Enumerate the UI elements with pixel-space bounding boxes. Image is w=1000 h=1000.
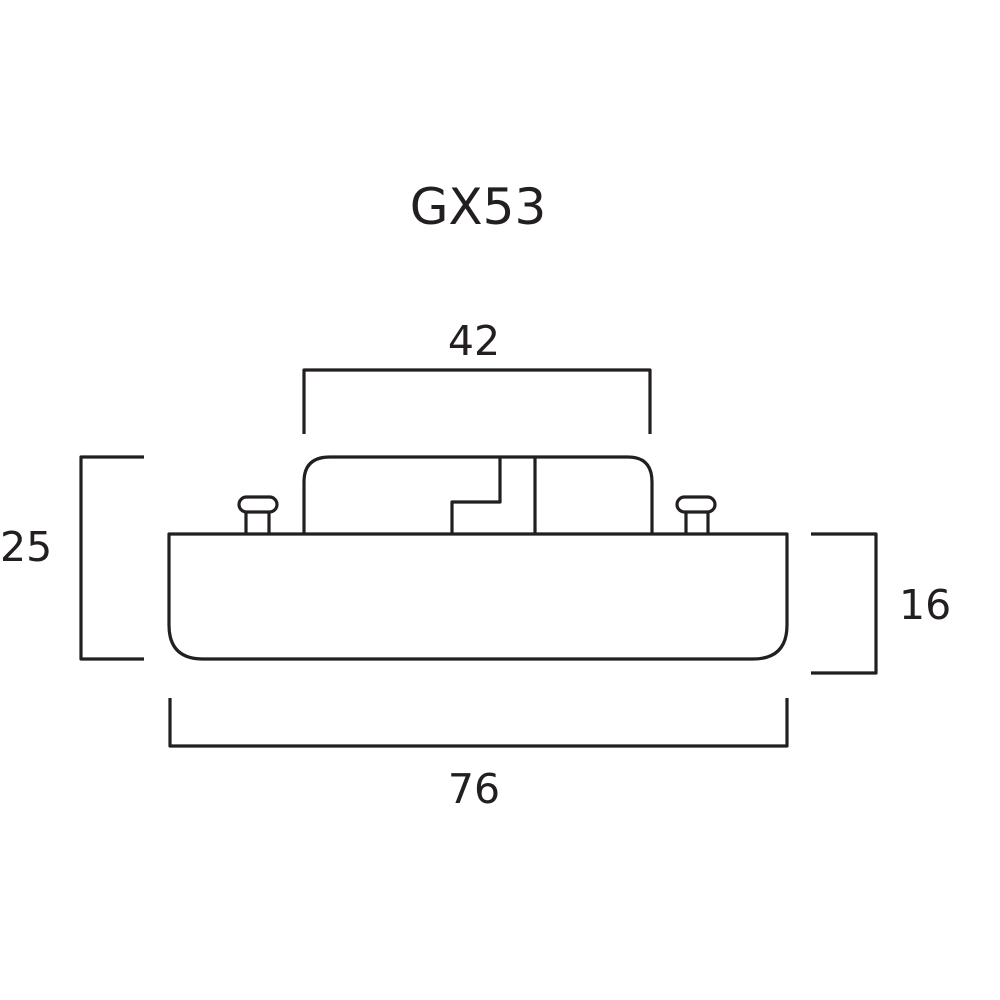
dimension-label-pin-spacing: 42	[447, 317, 501, 365]
dimension-label-base-width: 76	[447, 765, 501, 813]
dimension-bracket-right	[811, 532, 878, 675]
diagram-title: GX53	[409, 178, 547, 236]
base-body	[167, 532, 789, 661]
dimension-bracket-left	[79, 455, 144, 661]
dimension-bracket-top	[302, 368, 652, 434]
left-pin	[237, 495, 279, 534]
central-housing	[302, 455, 654, 534]
dimension-label-overall-height: 25	[0, 523, 53, 571]
housing-key-step	[450, 457, 502, 534]
dimension-bracket-bottom	[168, 698, 789, 748]
dimension-label-base-height: 16	[899, 581, 952, 629]
right-pin	[675, 495, 717, 534]
